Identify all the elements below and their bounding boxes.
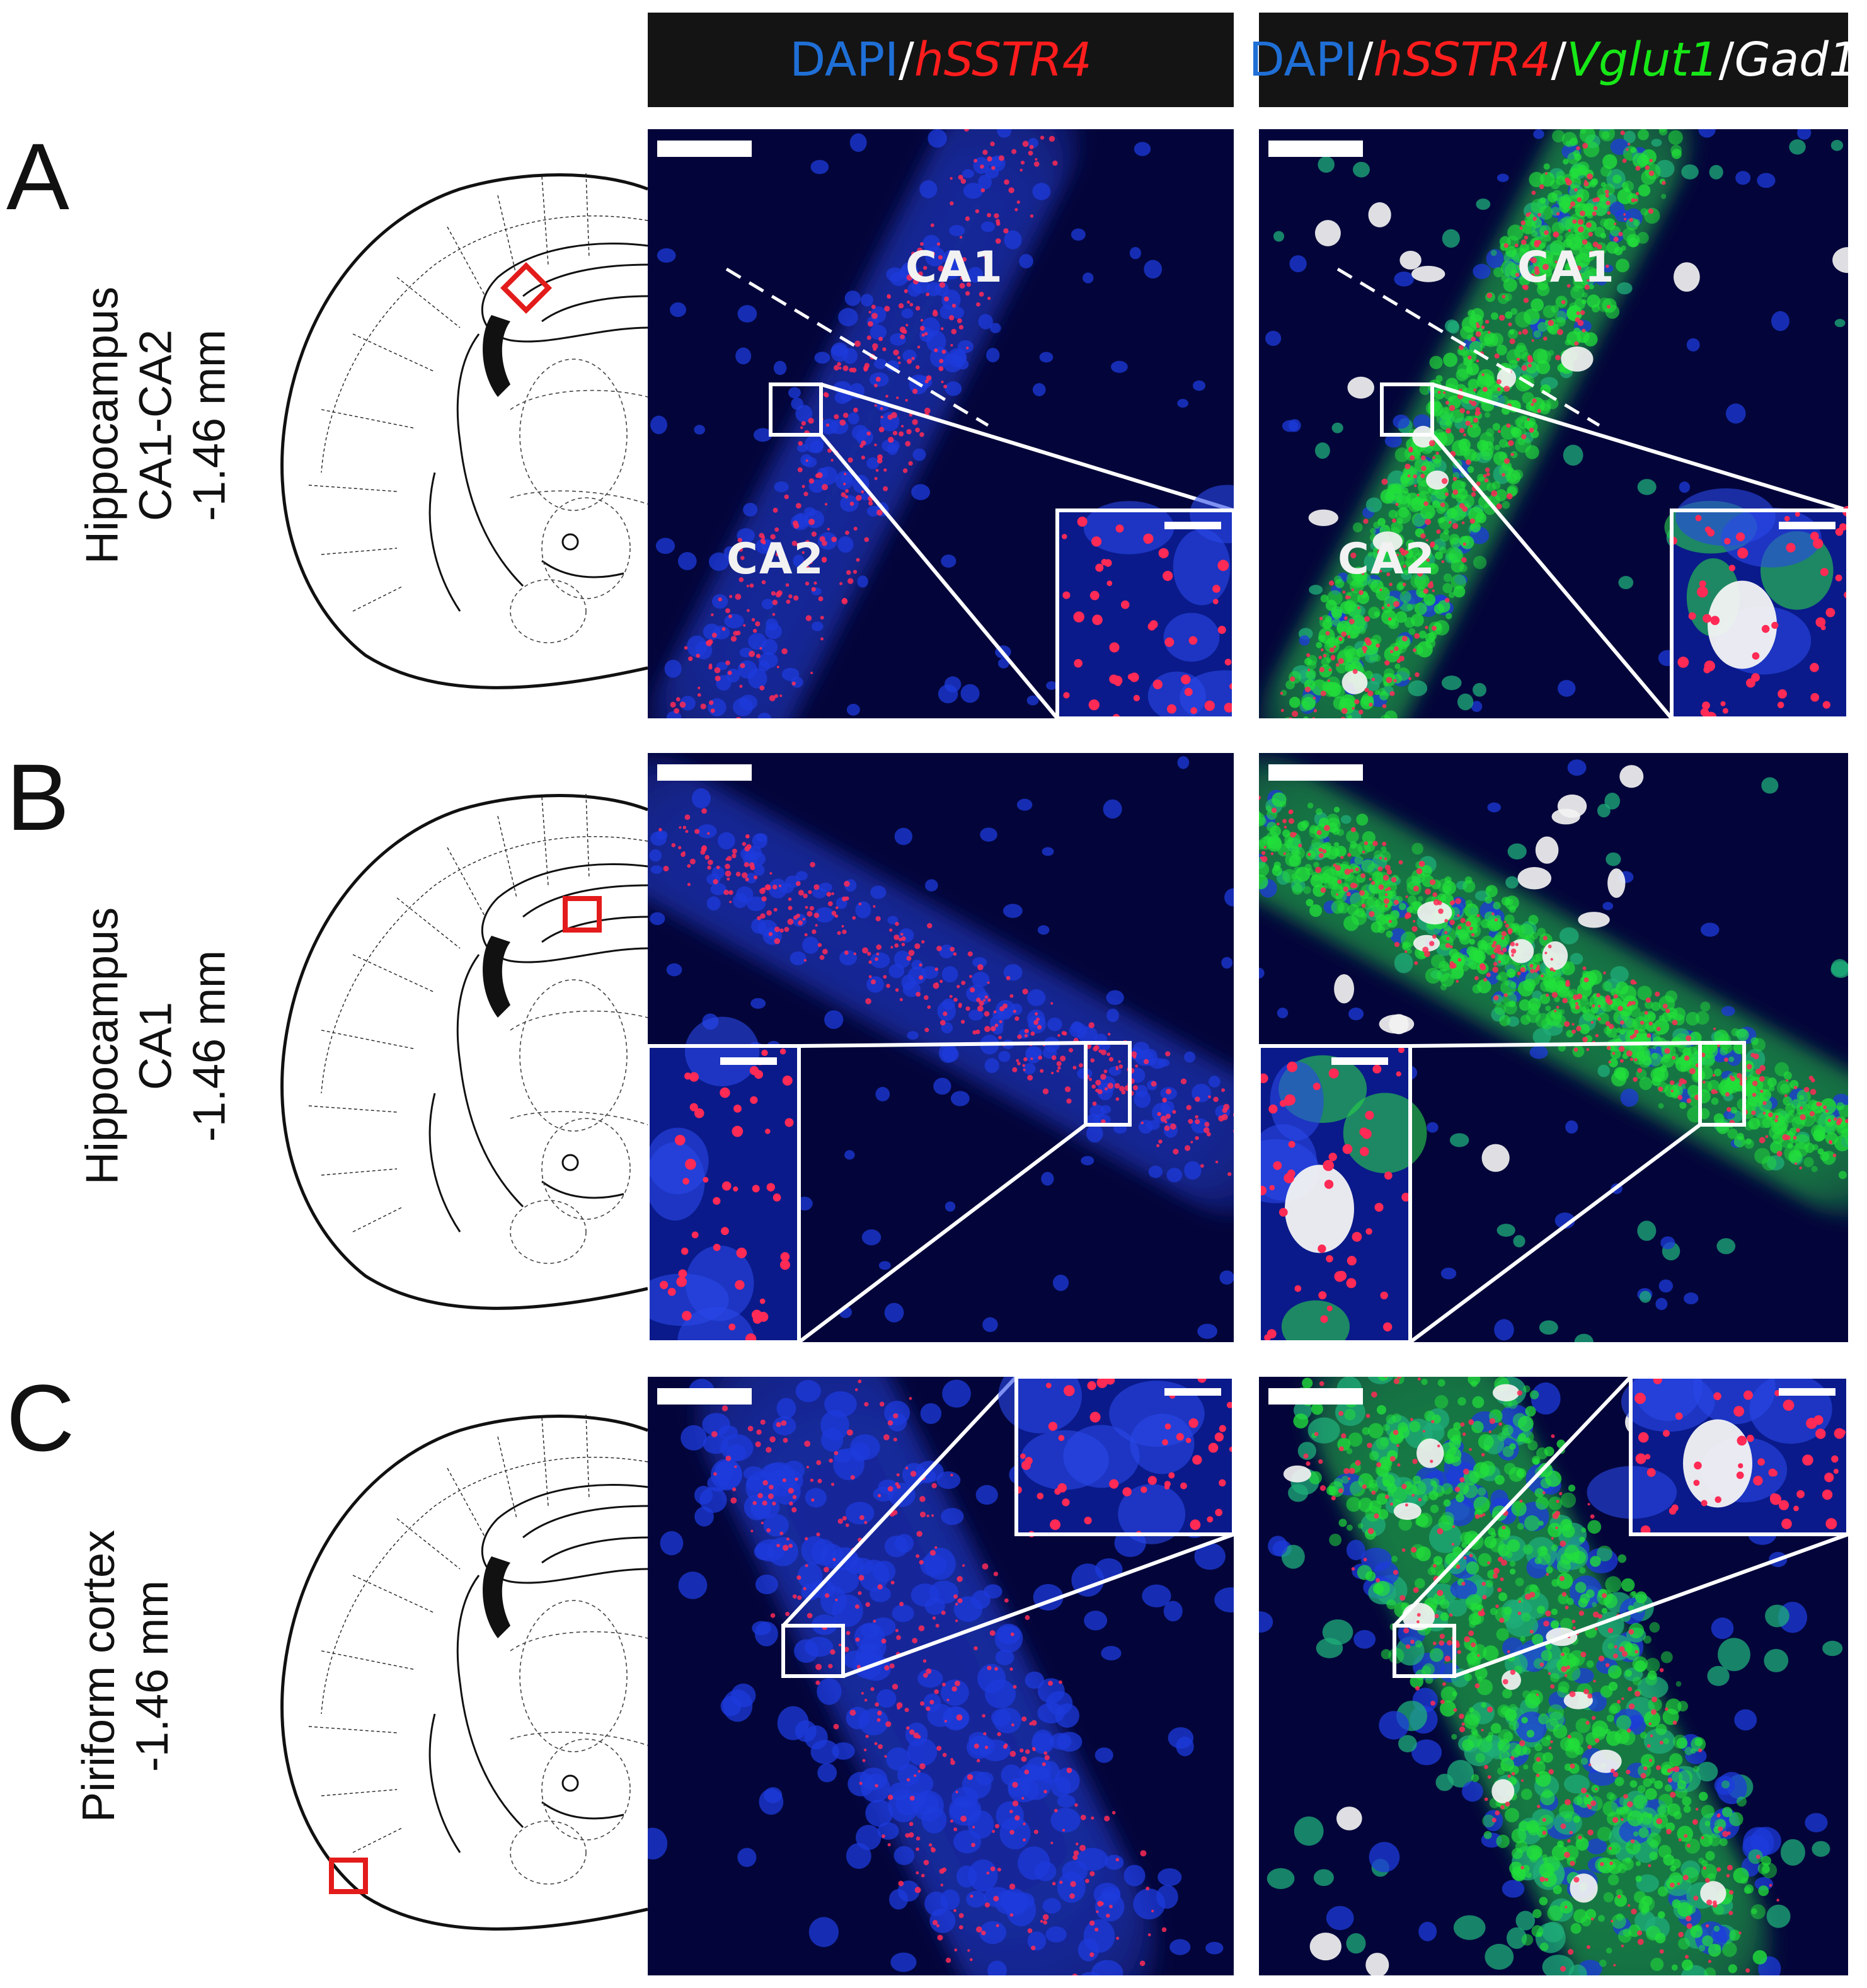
- scale-bar: [657, 1388, 752, 1405]
- micrograph-canvas: [648, 753, 1234, 1342]
- brain-atlas-schematic-b: [271, 791, 649, 1316]
- inset-scale-bar: [1331, 1057, 1388, 1065]
- hsstr4-puncta: [658, 808, 1234, 1176]
- region-label-a2-ca2: CA2: [1338, 534, 1436, 584]
- inset-scale-bar: [1164, 522, 1221, 529]
- inset-zoom: [1055, 485, 1234, 718]
- hsstr4-puncta: [1280, 130, 1666, 718]
- hsstr4-puncta: [1303, 1377, 1779, 1973]
- header-segment-dapi: DAPI: [790, 33, 899, 87]
- scale-bar: [657, 141, 752, 157]
- region-label-a1-ca2: CA2: [727, 534, 825, 584]
- brain-atlas-svg-a: [280, 173, 648, 689]
- inset-scale-bar: [1164, 1388, 1221, 1396]
- header-segment-slash: /: [898, 33, 914, 87]
- inset-scale-bar: [1779, 1388, 1835, 1396]
- inset-zoom: [998, 1377, 1234, 1544]
- dapi-nuclei: [650, 129, 1232, 718]
- scale-bar: [1268, 1388, 1363, 1405]
- header-segment-hsstr4: hSSTR4: [914, 33, 1092, 87]
- brain-atlas-schematic-a: [271, 170, 649, 696]
- row-label-b: Hippocampus CA1 -1.46 mm: [76, 907, 237, 1185]
- row-label-c-line2: -1.46 mm: [127, 1580, 178, 1773]
- micrograph-c-dapi-hsstr4: [648, 1377, 1234, 1975]
- vglut1-signal: [1280, 129, 1683, 718]
- micrograph-b-merge: [1259, 753, 1848, 1342]
- scale-bar: [1268, 764, 1363, 781]
- panel-letter-b: B: [6, 744, 70, 850]
- row-label-c-line1: Piriform cortex: [74, 1529, 125, 1823]
- micrograph-canvas: [1259, 129, 1848, 718]
- header-segment-dapi: DAPI: [1248, 33, 1358, 87]
- boundary-dashed-line: [725, 267, 989, 427]
- scale-bar: [657, 764, 752, 781]
- micrograph-canvas: [1259, 753, 1848, 1342]
- inset-zoom: [648, 1016, 801, 1342]
- micrograph-a-dapi-hsstr4: [648, 129, 1234, 718]
- hsstr4-puncta: [711, 1379, 1167, 1975]
- header-segment-vglut1: Vglut1: [1566, 33, 1719, 87]
- header-segment-gad1: Gad1: [1734, 33, 1859, 87]
- boundary-dashed-line: [1336, 267, 1600, 427]
- inset-zoom: [1259, 1044, 1427, 1342]
- row-label-a-line1: Hippocampus: [77, 286, 128, 565]
- row-label-b-line3: -1.46 mm: [184, 950, 235, 1142]
- row-label-a-line3: -1.46 mm: [184, 329, 235, 522]
- micrograph-b-dapi-hsstr4: [648, 753, 1234, 1342]
- row-label-a: Hippocampus CA1-CA2 -1.46 mm: [76, 287, 237, 564]
- header-segment-slash: /: [1357, 33, 1374, 87]
- inset-scale-bar: [720, 1057, 777, 1065]
- column-header-dapi-hsstr4: DAPI/hSSTR4: [648, 13, 1234, 107]
- micrograph-canvas: [1259, 1377, 1848, 1975]
- micrograph-canvas: [648, 129, 1234, 718]
- brain-atlas-svg-c: [280, 1414, 648, 1931]
- hsstr4-puncta: [1259, 795, 1848, 1169]
- inset-roi-box: [1380, 382, 1434, 437]
- inset-roi-box: [1698, 1041, 1746, 1127]
- header-segment-hsstr4: hSSTR4: [1373, 33, 1551, 87]
- inset-roi-box: [1084, 1041, 1132, 1127]
- inset-roi-box: [1393, 1624, 1456, 1678]
- brain-atlas-svg-b: [280, 793, 648, 1310]
- roi-marker-b: [563, 896, 602, 933]
- header-segment-slash: /: [1718, 33, 1735, 87]
- micrograph-a-merge: [1259, 129, 1848, 718]
- inset-roi-box: [769, 382, 823, 437]
- panel-letter-a: A: [6, 124, 70, 229]
- scale-bar: [1268, 141, 1363, 157]
- row-label-c: Piriform cortex -1.46 mm: [72, 1530, 180, 1822]
- inset-roi-box: [781, 1624, 845, 1678]
- inset-scale-bar: [1779, 522, 1835, 529]
- region-label-a2-ca1: CA1: [1517, 243, 1616, 292]
- row-label-b-line2: CA1: [130, 1001, 181, 1091]
- row-label-a-line2: CA1-CA2: [130, 329, 181, 522]
- micrograph-canvas: [648, 1377, 1234, 1975]
- panel-letter-c: C: [6, 1365, 75, 1471]
- inset-zoom: [1664, 488, 1848, 718]
- micrograph-c-merge: [1259, 1377, 1848, 1975]
- brain-atlas-schematic-c: [271, 1411, 649, 1937]
- vglut1-signal: [1293, 1377, 1778, 1975]
- roi-marker-c: [329, 1858, 368, 1894]
- header-segment-slash: /: [1551, 33, 1567, 87]
- column-header-dapi-hsstr4-vglut1-gad1: DAPI/hSSTR4/Vglut1/Gad1: [1249, 13, 1858, 107]
- row-label-b-line1: Hippocampus: [77, 907, 128, 1185]
- inset-zoom: [1587, 1377, 1848, 1536]
- region-label-a1-ca1: CA1: [905, 243, 1004, 292]
